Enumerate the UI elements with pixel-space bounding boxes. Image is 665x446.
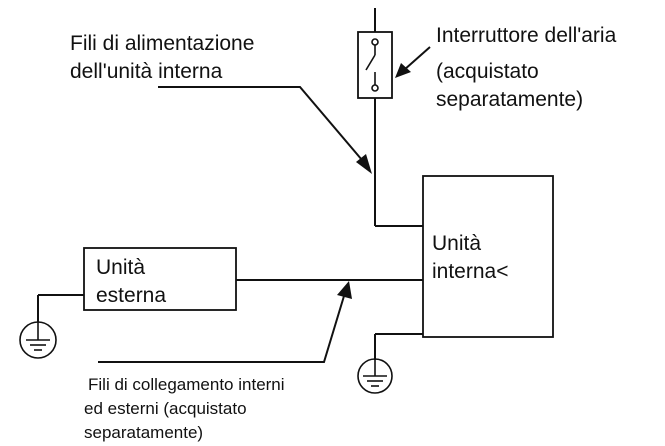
indoor-unit-label-line1: Unità bbox=[432, 232, 481, 255]
outdoor-ground-icon bbox=[19, 321, 57, 359]
connection-wires-label-line3: separatamente) bbox=[84, 423, 203, 442]
air-switch-label-line3: separatamente) bbox=[436, 88, 583, 111]
indoor-unit-label-line2: interna< bbox=[432, 260, 508, 283]
connection-wires-label-line1: Fili di collegamento interni bbox=[88, 375, 285, 394]
connection-wires-arrow-icon bbox=[337, 281, 352, 299]
air-switch-label-line2: (acquistato bbox=[436, 60, 539, 83]
outdoor-unit-label-line1: Unità bbox=[96, 256, 145, 279]
indoor-unit-box bbox=[422, 175, 554, 338]
indoor-ground-icon bbox=[357, 358, 393, 394]
power-wires-label-line2: dell'unità interna bbox=[70, 60, 223, 83]
power-wires-label-line1: Fili di alimentazione bbox=[70, 32, 254, 55]
power-wires-arrow-icon bbox=[356, 154, 372, 174]
air-switch-leader bbox=[403, 46, 431, 71]
air-switch-label-line1: Interruttore dell'aria bbox=[436, 24, 617, 47]
connection-wires-leader bbox=[98, 295, 345, 363]
power-wires-leader bbox=[158, 86, 363, 161]
air-switch-box bbox=[357, 31, 393, 99]
switch-symbol-icon bbox=[365, 38, 379, 92]
outdoor-unit-box bbox=[83, 247, 237, 311]
outdoor-unit-label-line2: esterna bbox=[96, 284, 166, 307]
air-switch-arrow-icon bbox=[395, 63, 411, 78]
connection-wires-label-line2: ed esterni (acquistato bbox=[84, 399, 247, 418]
